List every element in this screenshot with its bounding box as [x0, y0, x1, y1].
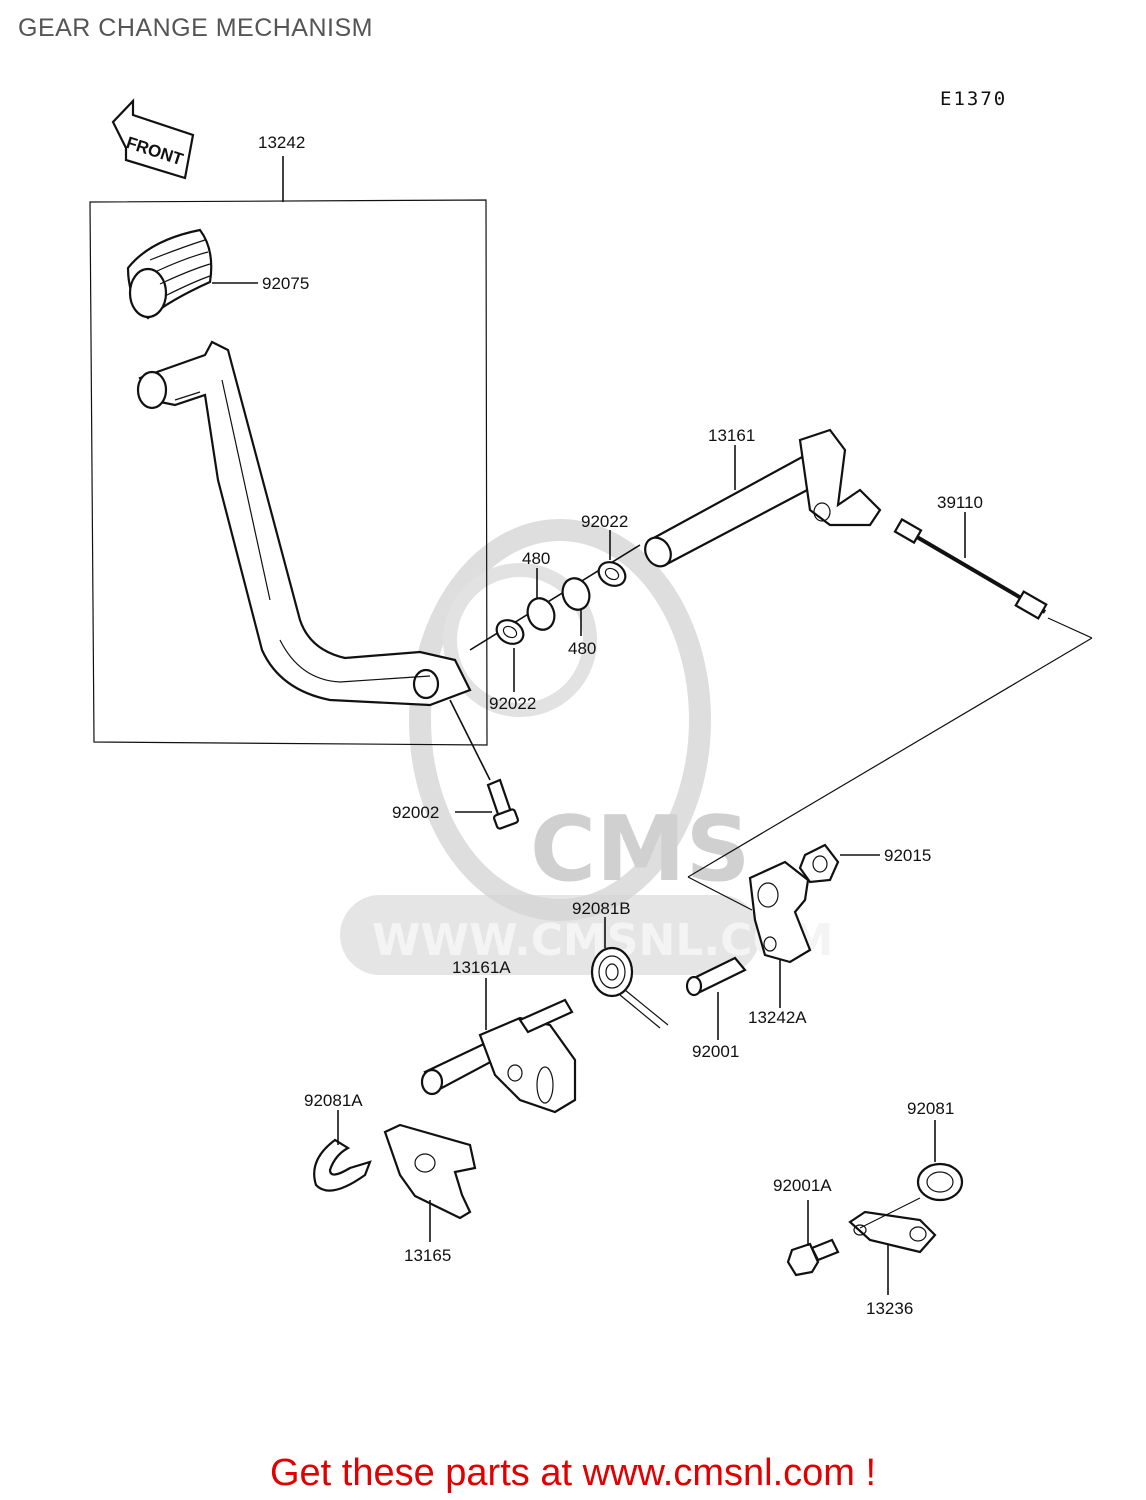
front-arrow-icon: FRONT: [111, 98, 195, 180]
shift-pedal: [136, 340, 472, 707]
clip-92081A: [313, 1110, 372, 1192]
label-92022-top: 92022: [581, 512, 628, 531]
label-13161: 13161: [708, 426, 755, 445]
footer-link[interactable]: Get these parts at www.cmsnl.com !: [269, 1452, 877, 1494]
nut-92015: [798, 843, 880, 884]
label-13161A: 13161A: [452, 958, 511, 977]
shift-arm-13242A: [748, 860, 812, 1008]
plate-13165: [383, 1123, 477, 1242]
label-92015: 92015: [884, 846, 931, 865]
lever-13236: [848, 1197, 937, 1295]
label-480-top: 480: [522, 549, 550, 568]
pedal-rubber: [126, 228, 258, 320]
label-13242: 13242: [258, 133, 305, 152]
label-480-bottom: 480: [568, 639, 596, 658]
label-13242A: 13242A: [748, 1008, 807, 1027]
label-92075: 92075: [262, 274, 309, 293]
tie-rod-39110: [687, 512, 1093, 911]
label-13236: 13236: [866, 1299, 913, 1318]
page-title: GEAR CHANGE MECHANISM: [18, 14, 373, 42]
washers-and-circlips: [469, 530, 641, 692]
label-13165: 13165: [404, 1246, 451, 1265]
shift-shaft-13161: [644, 428, 882, 568]
bolt-92002: [449, 699, 519, 830]
label-92081: 92081: [907, 1099, 954, 1118]
spring-92081B: [590, 917, 669, 1029]
spring-92081: [916, 1120, 964, 1202]
pedal-assembly-box: [89, 156, 488, 746]
pin-92001: [685, 956, 747, 1040]
label-92001: 92001: [692, 1042, 739, 1061]
label-92001A: 92001A: [773, 1176, 832, 1195]
label-92081B: 92081B: [572, 899, 631, 918]
label-39110: 39110: [937, 493, 983, 512]
bolt-92001A: [786, 1200, 840, 1277]
label-92002: 92002: [392, 803, 439, 822]
label-92022-bottom: 92022: [489, 694, 536, 713]
shift-shaft-13161A: [420, 978, 577, 1114]
watermark-logo: CMS: [530, 797, 750, 902]
diagram-code: E1370: [940, 88, 1008, 110]
part-labels: 13242 92075 13161 39110 92022 480 480 92…: [258, 133, 983, 1318]
label-92081A: 92081A: [304, 1091, 363, 1110]
